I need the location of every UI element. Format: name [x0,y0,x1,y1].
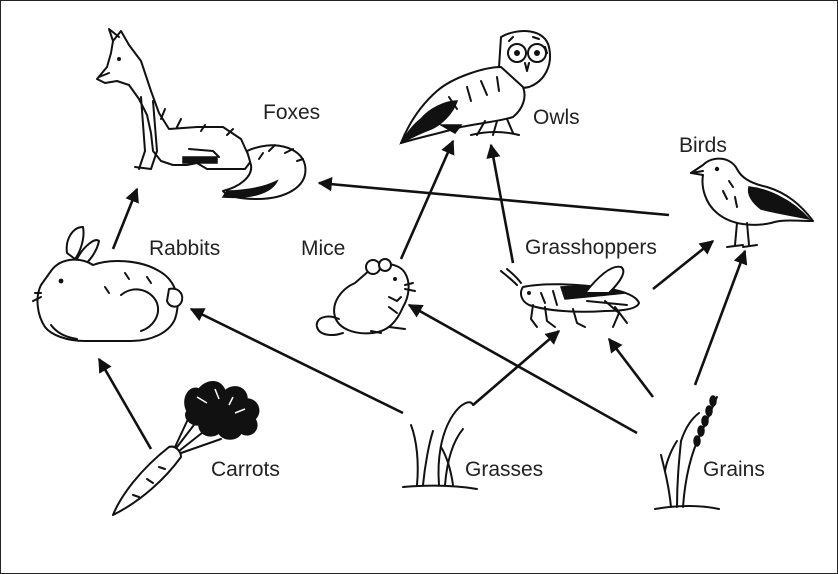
arrow-grasshoppers-to-owls [491,145,513,263]
arrow-birds-to-foxes [319,183,669,215]
owl-illustration [401,31,550,143]
label-grasshoppers: Grasshoppers [525,236,657,259]
label-rabbits: Rabbits [149,237,220,260]
arrow-grains-to-birds [695,251,745,385]
label-grasses: Grasses [465,458,543,481]
arrow-mice-to-owls [401,141,453,259]
label-owls: Owls [533,106,580,129]
label-birds: Birds [679,134,727,157]
arrow-grasses-to-grasshoppers [473,331,559,405]
label-mice: Mice [301,237,345,260]
mouse-illustration [317,259,415,335]
label-grains: Grains [703,458,765,481]
bird-illustration [691,159,813,247]
arrow-carrots-to-rabbits [99,359,151,449]
arrow-grasshoppers-to-birds [653,241,713,289]
label-carrots: Carrots [211,458,280,481]
carrot-illustration [113,382,259,515]
grains-illustration [655,396,719,509]
grasshopper-illustration [501,267,639,327]
arrow-grains-to-grasshoppers [609,339,653,397]
label-foxes: Foxes [263,101,320,124]
arrow-rabbits-to-foxes [113,189,137,249]
arrow-grains-to-mice [409,305,637,433]
